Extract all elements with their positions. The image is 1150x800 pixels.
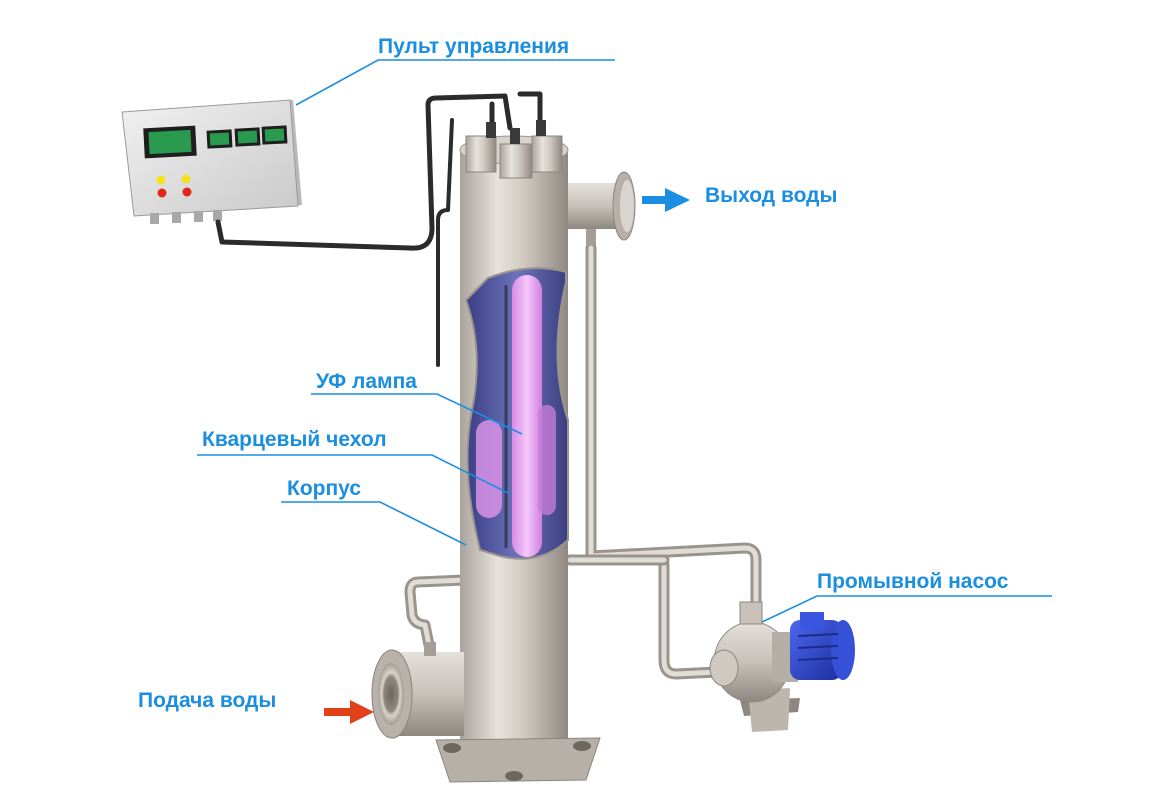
indicator-yellow-1 (156, 175, 166, 185)
bypass-pipe (564, 242, 762, 680)
uv-lamp (512, 275, 542, 557)
indicator-red-2 (182, 187, 192, 197)
label-water-inlet: Подача воды (138, 689, 277, 712)
quartz-sleeve-rear (476, 420, 502, 518)
label-quartz-sleeve: Кварцевый чехол (202, 428, 387, 451)
outlet-nozzle (565, 171, 636, 245)
label-housing: Корпус (287, 477, 361, 500)
indicator-yellow-2 (181, 174, 191, 184)
arrow-right-icon (642, 188, 690, 212)
leader-lines (197, 59, 1052, 623)
lamp-caps (465, 120, 563, 179)
label-water-outlet: Выход воды (705, 184, 838, 207)
label-control-panel: Пульт управления (378, 35, 570, 58)
indicator-red-1 (157, 188, 167, 198)
cutaway-window (464, 267, 569, 560)
label-uv-lamp: УФ лампа (316, 370, 417, 393)
flush-pump (709, 601, 855, 732)
arrow-right-icon (324, 700, 374, 724)
inlet-nozzle (371, 642, 464, 739)
label-flush-pump: Промывной насос (817, 570, 1009, 593)
inlet-bypass-pipe (404, 574, 471, 656)
control-panel (121, 99, 302, 224)
